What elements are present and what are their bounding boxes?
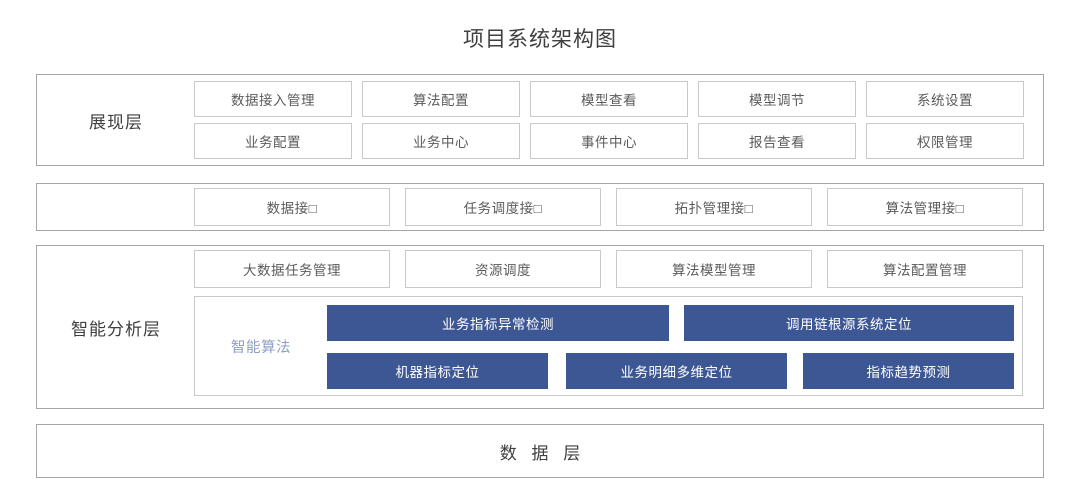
cell-task-schedule-interface[interactable]: 任务调度接□ [405,188,601,226]
layer-data-label: 数 据 层 [499,443,586,463]
cell-event-center[interactable]: 事件中心 [530,123,688,159]
cell-label: 指标趋势预测 [866,365,951,380]
cell-label: 数据接□ [266,201,318,216]
cell-machine-metric-location[interactable]: 机器指标定位 [327,353,548,389]
cell-label: 机器指标定位 [395,365,480,380]
cell-algorithm-config-management[interactable]: 算法配置管理 [827,250,1023,288]
cell-label: 业务中心 [413,135,469,150]
cell-label: 业务配置 [245,135,301,150]
layer-analysis-label: 智能分析层 [71,319,161,339]
cell-model-view[interactable]: 模型查看 [530,81,688,117]
cell-label: 模型查看 [581,93,637,108]
cell-business-center[interactable]: 业务中心 [362,123,520,159]
cell-label: 资源调度 [475,263,531,278]
cell-label: 算法配置 [413,93,469,108]
cell-bigdata-task-management[interactable]: 大数据任务管理 [194,250,390,288]
cell-label: 业务明细多维定位 [620,365,733,380]
cell-business-metric-anomaly-detection[interactable]: 业务指标异常检测 [327,305,669,341]
cell-business-config[interactable]: 业务配置 [194,123,352,159]
cell-label: 任务调度接□ [463,201,543,216]
cell-label: 权限管理 [917,135,973,150]
cell-algorithm-management-interface[interactable]: 算法管理接□ [827,188,1023,226]
cell-label: 算法配置管理 [883,263,967,278]
cell-algorithm-model-management[interactable]: 算法模型管理 [616,250,812,288]
layer-interface-label [37,184,195,230]
cell-label: 调用链根源系统定位 [786,317,912,332]
cell-label: 事件中心 [581,135,637,150]
cell-label: 模型调节 [749,93,805,108]
cell-data-interface[interactable]: 数据接□ [194,188,390,226]
cell-data-access-management[interactable]: 数据接入管理 [194,81,352,117]
cell-report-view[interactable]: 报告查看 [698,123,856,159]
panel-intelligent-algorithms-label: 智能算法 [231,339,291,356]
cell-label: 算法管理接□ [885,201,965,216]
cell-business-detail-multidim-location[interactable]: 业务明细多维定位 [566,353,787,389]
cell-label: 数据接入管理 [231,93,315,108]
cell-algorithm-config[interactable]: 算法配置 [362,81,520,117]
cell-metric-trend-prediction[interactable]: 指标趋势预测 [803,353,1014,389]
cell-model-tuning[interactable]: 模型调节 [698,81,856,117]
layer-data: 数 据 层 [36,424,1044,478]
cell-label: 业务指标异常检测 [442,317,554,332]
page-title: 项目系统架构图 [463,28,617,51]
cell-label: 拓扑管理接□ [674,201,754,216]
cell-resource-scheduling[interactable]: 资源调度 [405,250,601,288]
cell-permission-management[interactable]: 权限管理 [866,123,1024,159]
cell-label: 系统设置 [917,93,973,108]
cell-system-settings[interactable]: 系统设置 [866,81,1024,117]
cell-topology-management-interface[interactable]: 拓扑管理接□ [616,188,812,226]
cell-label: 大数据任务管理 [243,263,341,278]
cell-label: 报告查看 [749,135,805,150]
cell-label: 算法模型管理 [672,263,756,278]
cell-trace-root-cause-location[interactable]: 调用链根源系统定位 [684,305,1014,341]
layer-presentation-label: 展现层 [89,112,143,132]
